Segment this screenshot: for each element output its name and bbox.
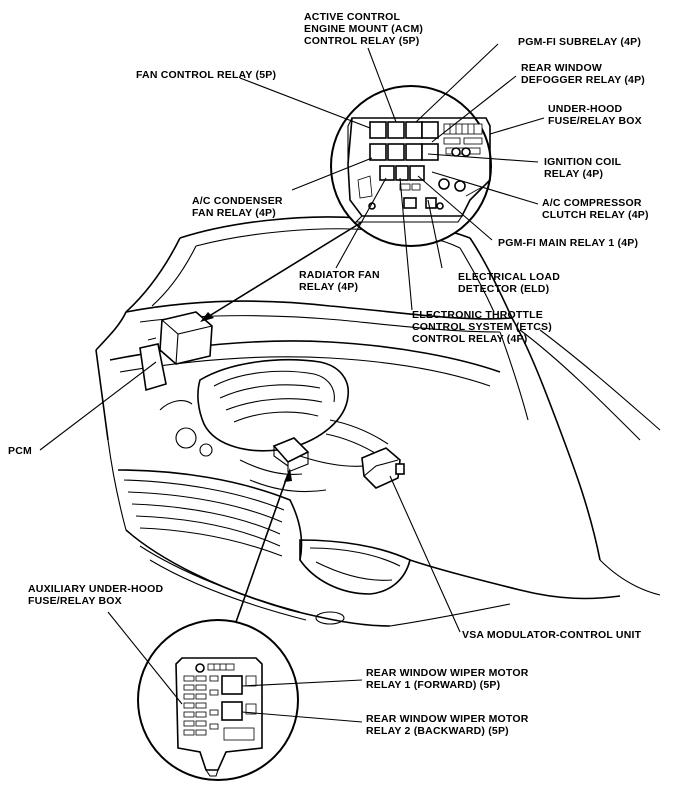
label-ac-condenser-line2: FAN RELAY (4P): [192, 207, 276, 219]
label-ignition-coil-line2: RELAY (4P): [544, 168, 603, 180]
auxiliary-box-detail: [137, 619, 299, 781]
label-radiator-fan-line2: RELAY (4P): [299, 281, 358, 293]
label-rear-defogger-line2: DEFOGGER RELAY (4P): [521, 74, 645, 86]
label-wiper-relay2-line2: RELAY 2 (BACKWARD) (5P): [366, 725, 509, 737]
label-underhood-box-line1: UNDER-HOOD: [548, 103, 623, 115]
label-acm-line1: ACTIVE CONTROL: [304, 11, 401, 23]
label-pgmfi-subrelay: PGM-FI SUBRELAY (4P): [518, 36, 641, 48]
vehicle-illustration: [95, 216, 661, 627]
callout-labels: ACTIVE CONTROL ENGINE MOUNT (ACM) CONTRO…: [8, 11, 649, 737]
label-radiator-fan-line1: RADIATOR FAN: [299, 269, 380, 281]
label-eld-line2: DETECTOR (ELD): [458, 283, 549, 295]
label-ac-compressor-line1: A/C COMPRESSOR: [542, 197, 642, 209]
leader-lines: [39, 43, 545, 723]
label-wiper-relay2-line1: REAR WINDOW WIPER MOTOR: [366, 713, 529, 725]
label-fan-control-relay: FAN CONTROL RELAY (5P): [136, 69, 276, 81]
label-wiper-relay1-line1: REAR WINDOW WIPER MOTOR: [366, 667, 529, 679]
label-aux-box-line2: FUSE/RELAY BOX: [28, 595, 122, 607]
label-underhood-box-line2: FUSE/RELAY BOX: [548, 115, 642, 127]
label-wiper-relay1-line2: RELAY 1 (FORWARD) (5P): [366, 679, 500, 691]
label-vsa-unit: VSA MODULATOR-CONTROL UNIT: [462, 629, 642, 641]
under-hood-box-detail: [330, 85, 492, 247]
label-pgmfi-main-relay: PGM-FI MAIN RELAY 1 (4P): [498, 237, 638, 249]
label-pcm: PCM: [8, 445, 32, 457]
label-acm-line3: CONTROL RELAY (5P): [304, 35, 419, 47]
label-etcs-line1: ELECTRONIC THROTTLE: [412, 309, 543, 321]
label-ignition-coil-line1: IGNITION COIL: [544, 156, 622, 168]
label-ac-compressor-line2: CLUTCH RELAY (4P): [542, 209, 649, 221]
label-eld-line1: ELECTRICAL LOAD: [458, 271, 560, 283]
label-aux-box-line1: AUXILIARY UNDER-HOOD: [28, 583, 163, 595]
label-etcs-line2: CONTROL SYSTEM (ETCS): [412, 321, 552, 333]
label-etcs-line3: CONTROL RELAY (4P): [412, 333, 527, 345]
label-acm-line2: ENGINE MOUNT (ACM): [304, 23, 423, 35]
label-rear-defogger-line1: REAR WINDOW: [521, 62, 602, 74]
label-ac-condenser-line1: A/C CONDENSER: [192, 195, 283, 207]
